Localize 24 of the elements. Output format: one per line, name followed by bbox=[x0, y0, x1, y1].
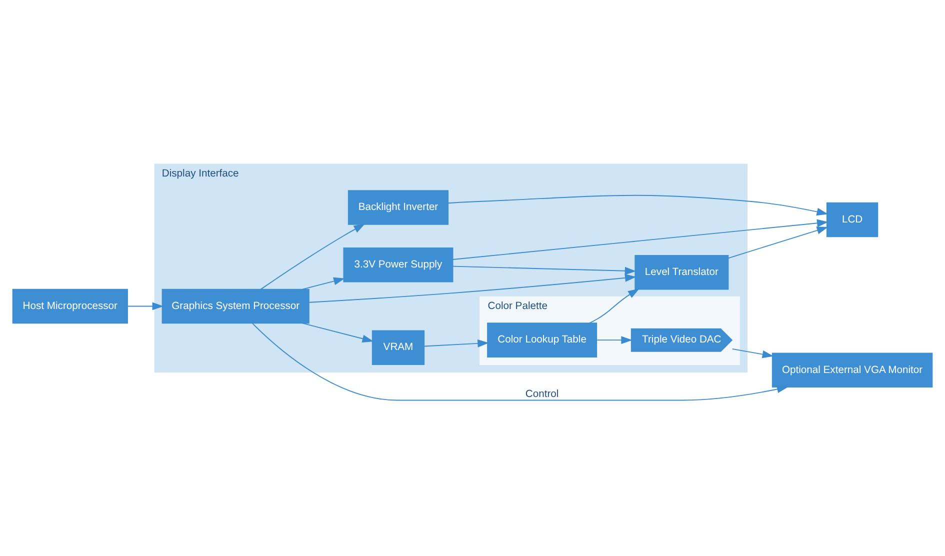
node-box: Level Translator bbox=[634, 254, 729, 290]
node-box: 3.3V Power Supply bbox=[343, 246, 454, 282]
arrow bbox=[302, 276, 345, 290]
arrow bbox=[732, 348, 774, 358]
arrow bbox=[596, 336, 632, 344]
node-box: Optional External VGA Monitor bbox=[772, 352, 933, 388]
arrow bbox=[589, 288, 640, 324]
node-box: Host Microprocessor bbox=[12, 288, 128, 324]
arrow bbox=[308, 273, 636, 302]
arrow bbox=[252, 322, 788, 400]
node-box: Graphics System Processor bbox=[162, 288, 310, 324]
node-box: Backlight Inverter bbox=[348, 190, 449, 224]
arrow bbox=[302, 322, 374, 342]
edge-label: Control bbox=[525, 388, 559, 400]
arrow bbox=[260, 223, 366, 290]
arrow bbox=[452, 218, 828, 260]
arrow bbox=[424, 339, 489, 347]
arrow bbox=[127, 302, 164, 310]
arrow bbox=[728, 226, 828, 258]
node-box: VRAM bbox=[372, 330, 425, 364]
arrow bbox=[452, 265, 636, 274]
arrow bbox=[448, 194, 828, 216]
node-box: LCD bbox=[826, 202, 878, 237]
node-box: Color Lookup Table bbox=[487, 322, 598, 357]
